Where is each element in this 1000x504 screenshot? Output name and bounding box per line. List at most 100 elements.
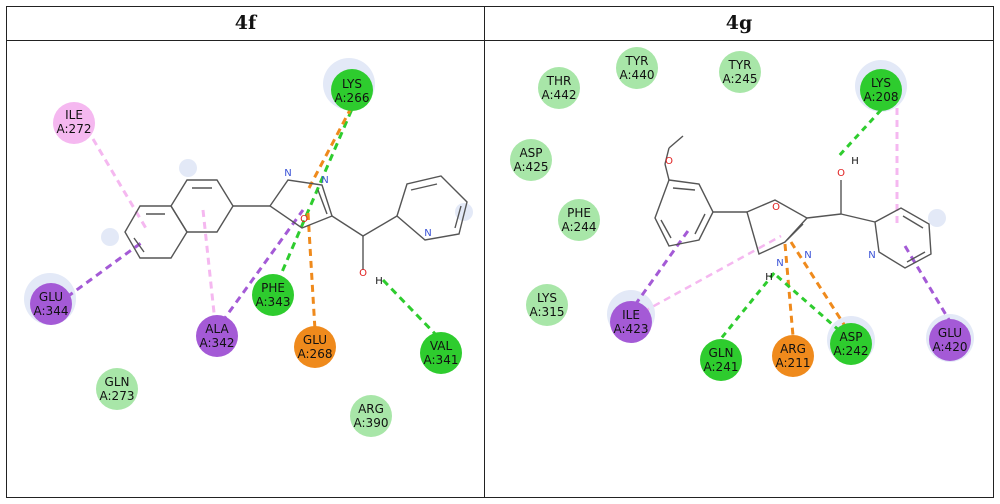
svg-text:LYS: LYS <box>871 76 891 90</box>
ligand-4f <box>101 159 473 270</box>
svg-text:A:423: A:423 <box>614 322 649 336</box>
svg-text:TYR: TYR <box>625 54 649 68</box>
residue-ala342: ALA A:342 <box>196 315 238 357</box>
residue-glu344: GLU A:344 <box>30 283 72 325</box>
atom-h-hydroxyl: H <box>375 276 383 287</box>
interaction-glu420 <box>903 245 957 331</box>
residue-arg390: ARG A:390 <box>350 395 392 437</box>
interaction-lys208 <box>835 108 883 160</box>
atom-o-ring: O <box>300 214 308 225</box>
atom-o-methoxy: O <box>665 156 673 167</box>
svg-text:A:211: A:211 <box>776 356 811 370</box>
residue-lys315: LYS A:315 <box>526 284 568 326</box>
residue-asp242: ASP A:242 <box>830 323 872 365</box>
residue-phe343: PHE A:343 <box>252 274 294 316</box>
atom-o-hydroxyl: O <box>359 268 367 279</box>
svg-text:A:268: A:268 <box>298 347 333 361</box>
interaction-phe343 <box>271 108 354 294</box>
interaction-asp242-green <box>776 274 842 334</box>
residue-val341: VAL A:341 <box>420 332 462 374</box>
svg-text:VAL: VAL <box>430 339 453 353</box>
svg-text:A:425: A:425 <box>514 160 549 174</box>
svg-text:GLN: GLN <box>105 375 130 389</box>
svg-text:GLU: GLU <box>938 326 962 340</box>
svg-text:LYS: LYS <box>342 77 362 91</box>
figure-frame: 4f 4g <box>6 6 994 498</box>
svg-text:A:241: A:241 <box>704 360 739 374</box>
atom-n-ring-left: N <box>776 258 783 269</box>
svg-text:A:344: A:344 <box>34 304 69 318</box>
svg-text:PHE: PHE <box>567 206 591 220</box>
residue-glu268: GLU A:268 <box>294 326 336 368</box>
svg-text:A:342: A:342 <box>200 336 235 350</box>
interaction-gln241 <box>713 271 777 347</box>
svg-text:A:343: A:343 <box>256 295 291 309</box>
svg-text:PHE: PHE <box>261 281 285 295</box>
svg-text:ASP: ASP <box>839 330 862 344</box>
atom-n-pyridine: N <box>868 250 875 261</box>
column-divider <box>484 7 485 497</box>
svg-text:A:244: A:244 <box>562 220 597 234</box>
atom-o-ring: O <box>772 202 780 213</box>
svg-text:GLN: GLN <box>709 346 734 360</box>
svg-text:A:442: A:442 <box>542 88 577 102</box>
panel-4f-diagram: N N O O H N LYS A:266 ILE A:272 GLU A:34… <box>24 58 473 437</box>
svg-text:A:440: A:440 <box>620 68 655 82</box>
svg-text:A:341: A:341 <box>424 353 459 367</box>
residue-tyr245: TYR A:245 <box>719 51 761 93</box>
atom-o-hydroxyl: O <box>837 168 845 179</box>
residue-lys266: LYS A:266 <box>331 69 373 111</box>
svg-text:A:245: A:245 <box>723 72 758 86</box>
interaction-asp242-orange <box>789 241 847 327</box>
residue-thr442: THR A:442 <box>538 67 580 109</box>
atom-n-ring-right: N <box>804 250 811 261</box>
svg-text:GLU: GLU <box>303 333 327 347</box>
svg-text:LYS: LYS <box>537 291 557 305</box>
interaction-glu344 <box>66 241 142 299</box>
interaction-ile272 <box>91 138 149 231</box>
svg-text:A:390: A:390 <box>354 416 389 430</box>
atom-h-hydroxyl: H <box>851 156 859 167</box>
panel-4g-diagram: O O H O N N H N TYR A:440 THR A:442 TYR … <box>510 47 974 381</box>
svg-text:GLU: GLU <box>39 290 63 304</box>
residue-asp425: ASP A:425 <box>510 139 552 181</box>
header-row: 4f 4g <box>7 7 993 41</box>
svg-text:ALA: ALA <box>205 322 229 336</box>
svg-text:ILE: ILE <box>622 308 640 322</box>
interaction-arg211 <box>783 243 795 337</box>
interaction-val341 <box>381 278 443 342</box>
svg-text:THR: THR <box>546 74 572 88</box>
residue-gln241: GLN A:241 <box>700 339 742 381</box>
atom-n1: N <box>284 168 291 179</box>
panel-title-4g: 4g <box>725 12 753 34</box>
residue-ile423: ILE A:423 <box>610 301 652 343</box>
ligand-4g <box>654 135 946 269</box>
svg-text:ARG: ARG <box>358 402 384 416</box>
residue-tyr440: TYR A:440 <box>616 47 658 89</box>
panel-title-4f: 4f <box>234 12 257 34</box>
residue-glu420: GLU A:420 <box>929 319 971 361</box>
residue-lys208: LYS A:208 <box>860 69 902 111</box>
residue-phe244: PHE A:244 <box>558 199 600 241</box>
svg-text:A:420: A:420 <box>933 340 968 354</box>
atom-h-nh: H <box>765 272 773 283</box>
atom-n-pyridine: N <box>424 228 431 239</box>
interaction-lys266-orange <box>307 109 352 189</box>
residue-ile272: ILE A:272 <box>53 102 95 144</box>
interaction-ile423-purple <box>633 227 692 306</box>
interaction-glu268 <box>306 212 317 331</box>
svg-text:A:242: A:242 <box>834 344 869 358</box>
svg-text:A:266: A:266 <box>335 91 370 105</box>
residue-arg211: ARG A:211 <box>772 335 814 377</box>
svg-text:TYR: TYR <box>728 58 752 72</box>
svg-text:A:272: A:272 <box>57 122 92 136</box>
interaction-ile423-pink <box>642 234 782 314</box>
atom-n2: N <box>321 175 328 186</box>
interaction-ala342-pink <box>201 209 217 323</box>
svg-text:A:208: A:208 <box>864 90 899 104</box>
svg-text:ASP: ASP <box>519 146 542 160</box>
residue-gln273: GLN A:273 <box>96 368 138 410</box>
svg-text:ARG: ARG <box>780 342 806 356</box>
svg-text:A:273: A:273 <box>100 389 135 403</box>
svg-text:ILE: ILE <box>65 108 83 122</box>
